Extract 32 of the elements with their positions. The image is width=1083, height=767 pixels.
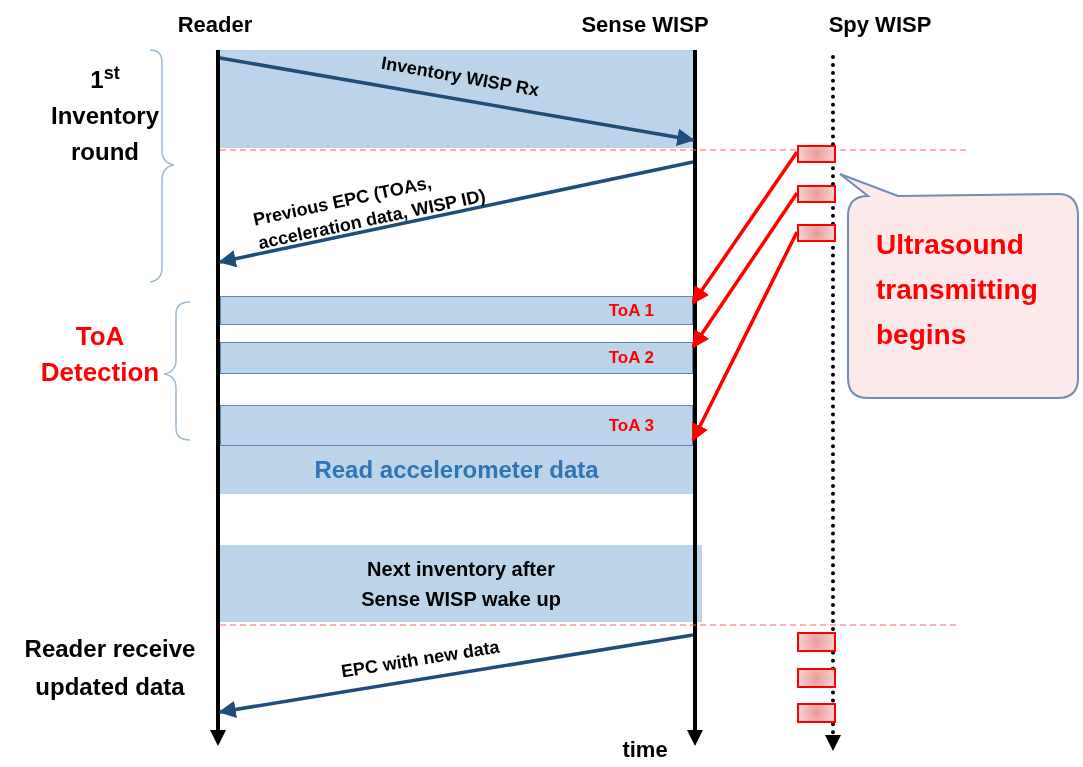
read-band <box>220 446 693 494</box>
time-label: time <box>621 736 669 764</box>
toa-band <box>220 342 693 374</box>
ultrasound-pulse <box>797 632 836 652</box>
arrow <box>691 151 799 305</box>
lifeline-heading: Sense WISP <box>580 11 710 39</box>
callout-text: Ultrasound transmitting begins <box>876 228 1039 352</box>
toa-text: ToA 2 <box>608 347 654 370</box>
phase-label: 1$^{st}$ Inventory round <box>50 62 160 167</box>
toa-band <box>220 405 693 446</box>
lifeline-heading: Reader <box>176 11 254 39</box>
toa-band <box>220 296 693 325</box>
arrow <box>218 160 694 268</box>
toa-text: ToA 3 <box>608 414 654 437</box>
callout-bubble <box>838 172 1082 400</box>
band-text: Read accelerometer data <box>314 455 599 485</box>
band-text: Next inventory after Sense WISP wake up <box>360 556 562 612</box>
phase-label: Reader receive updated data <box>23 634 197 702</box>
inventory-band <box>220 545 702 622</box>
phase-label: ToA Detection <box>39 320 161 389</box>
arrow <box>691 192 799 349</box>
arrow <box>218 633 694 719</box>
edge-label: Inventory WISP Rx <box>379 51 542 103</box>
lifeline-heading: Spy WISP <box>827 11 933 39</box>
ultrasound-pulse <box>797 224 836 242</box>
ultrasound-pulse <box>797 185 836 203</box>
toa-text: ToA 1 <box>608 299 654 322</box>
edge-label: EPC with new data <box>339 635 502 684</box>
ultrasound-pulse <box>797 703 836 723</box>
arrow <box>691 231 799 442</box>
ultrasound-pulse <box>797 668 836 688</box>
ultrasound-pulse <box>797 145 836 163</box>
